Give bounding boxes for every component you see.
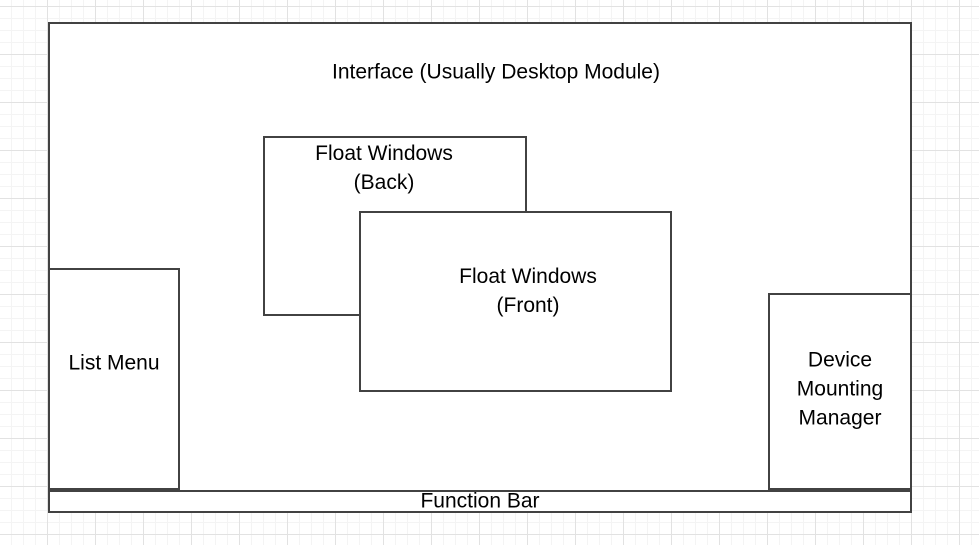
interface-label: Interface (Usually Desktop Module) [332,60,660,84]
device-mounting-manager-label-line3: Manager [798,406,882,430]
float-windows-back-label-line1: Float Windows [315,142,453,165]
float-windows-back-label: Float Windows (Back) [315,139,453,197]
device-mounting-manager-label-line2: Mounting [796,377,884,401]
float-windows-front-label: Float Windows (Front) [459,262,597,320]
device-mounting-manager-label-line1: Device [807,348,873,372]
float-windows-front-box [359,211,672,392]
list-menu-label: List Menu [68,351,160,375]
float-windows-back-label-line2: (Back) [353,171,415,194]
float-windows-front-label-line1: Float Windows [459,265,597,288]
function-bar-box [48,490,912,513]
device-mounting-manager-box [768,293,912,490]
list-menu-box [48,268,180,490]
float-windows-front-label-line2: (Front) [496,294,560,317]
function-bar-label: Function Bar [420,489,540,513]
device-mounting-manager-label: Device Mounting Manager [797,346,883,433]
